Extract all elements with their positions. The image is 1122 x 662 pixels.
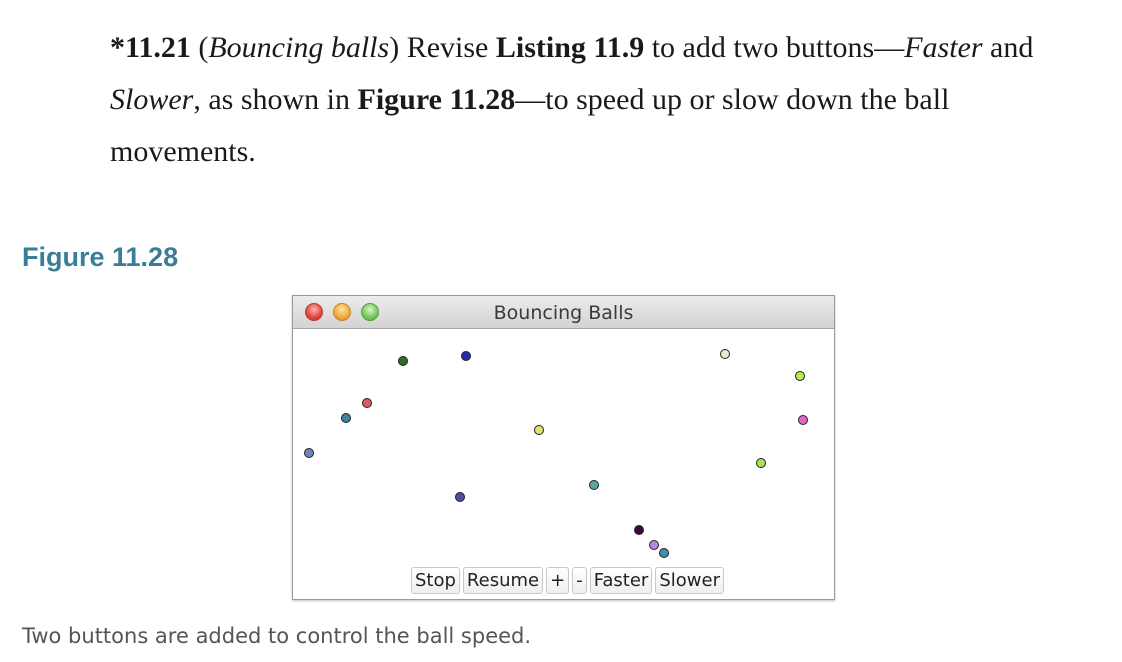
add-ball-button[interactable]: +: [546, 567, 570, 594]
maximize-window-icon[interactable]: [361, 303, 379, 321]
ball: [649, 540, 659, 550]
exercise-line-2: Slower, as shown in Figure 11.28—to spee…: [110, 74, 1110, 126]
ball: [795, 371, 805, 381]
ball: [659, 548, 669, 558]
figure-ref: Figure 11.28: [357, 83, 516, 116]
listing-ref: Listing 11.9: [495, 31, 645, 64]
paren-close: ): [389, 31, 407, 64]
ball: [461, 351, 471, 361]
close-window-icon[interactable]: [305, 303, 323, 321]
text-as-shown: , as shown in: [193, 83, 358, 116]
exercise-text: *11.21 (Bouncing balls) Revise Listing 1…: [110, 22, 1110, 178]
ball: [534, 425, 544, 435]
window-titlebar[interactable]: Bouncing Balls: [293, 296, 834, 329]
exercise-line-1: *11.21 (Bouncing balls) Revise Listing 1…: [110, 22, 1110, 74]
ball: [398, 356, 408, 366]
resume-button[interactable]: Resume: [462, 567, 544, 594]
text-and: and: [982, 31, 1034, 64]
ball: [589, 480, 599, 490]
bouncing-balls-window: Bouncing Balls Stop Resume + - Faster Sl…: [292, 295, 835, 600]
faster-term: Faster: [904, 31, 983, 64]
ball: [720, 349, 730, 359]
ball: [362, 398, 372, 408]
slower-button[interactable]: Slower: [655, 567, 724, 594]
minimize-window-icon[interactable]: [333, 303, 351, 321]
ball: [455, 492, 465, 502]
stop-button[interactable]: Stop: [411, 567, 460, 594]
ball: [341, 413, 351, 423]
text-add: to add two buttons—: [644, 31, 905, 64]
ball: [304, 448, 314, 458]
paren-open: (: [190, 31, 209, 64]
exercise-title: Bouncing balls: [208, 31, 390, 64]
text-revise: Revise: [406, 31, 496, 64]
window-title: Bouncing Balls: [493, 302, 634, 324]
exercise-number: *11.21: [110, 31, 191, 64]
text-last: movements.: [110, 135, 256, 168]
slower-term: Slower: [110, 83, 194, 116]
faster-button[interactable]: Faster: [589, 567, 653, 594]
ball: [634, 525, 644, 535]
figure-label: Figure 11.28: [22, 242, 179, 272]
exercise-line-3: movements.: [110, 126, 1110, 178]
ball: [798, 415, 808, 425]
ball: [756, 458, 766, 468]
control-button-bar: Stop Resume + - Faster Slower: [411, 567, 724, 594]
ball-canvas: [293, 329, 834, 599]
text-rest: —to speed up or slow down the ball: [515, 83, 950, 116]
remove-ball-button[interactable]: -: [572, 567, 587, 594]
figure-caption: Two buttons are added to control the bal…: [22, 624, 532, 648]
